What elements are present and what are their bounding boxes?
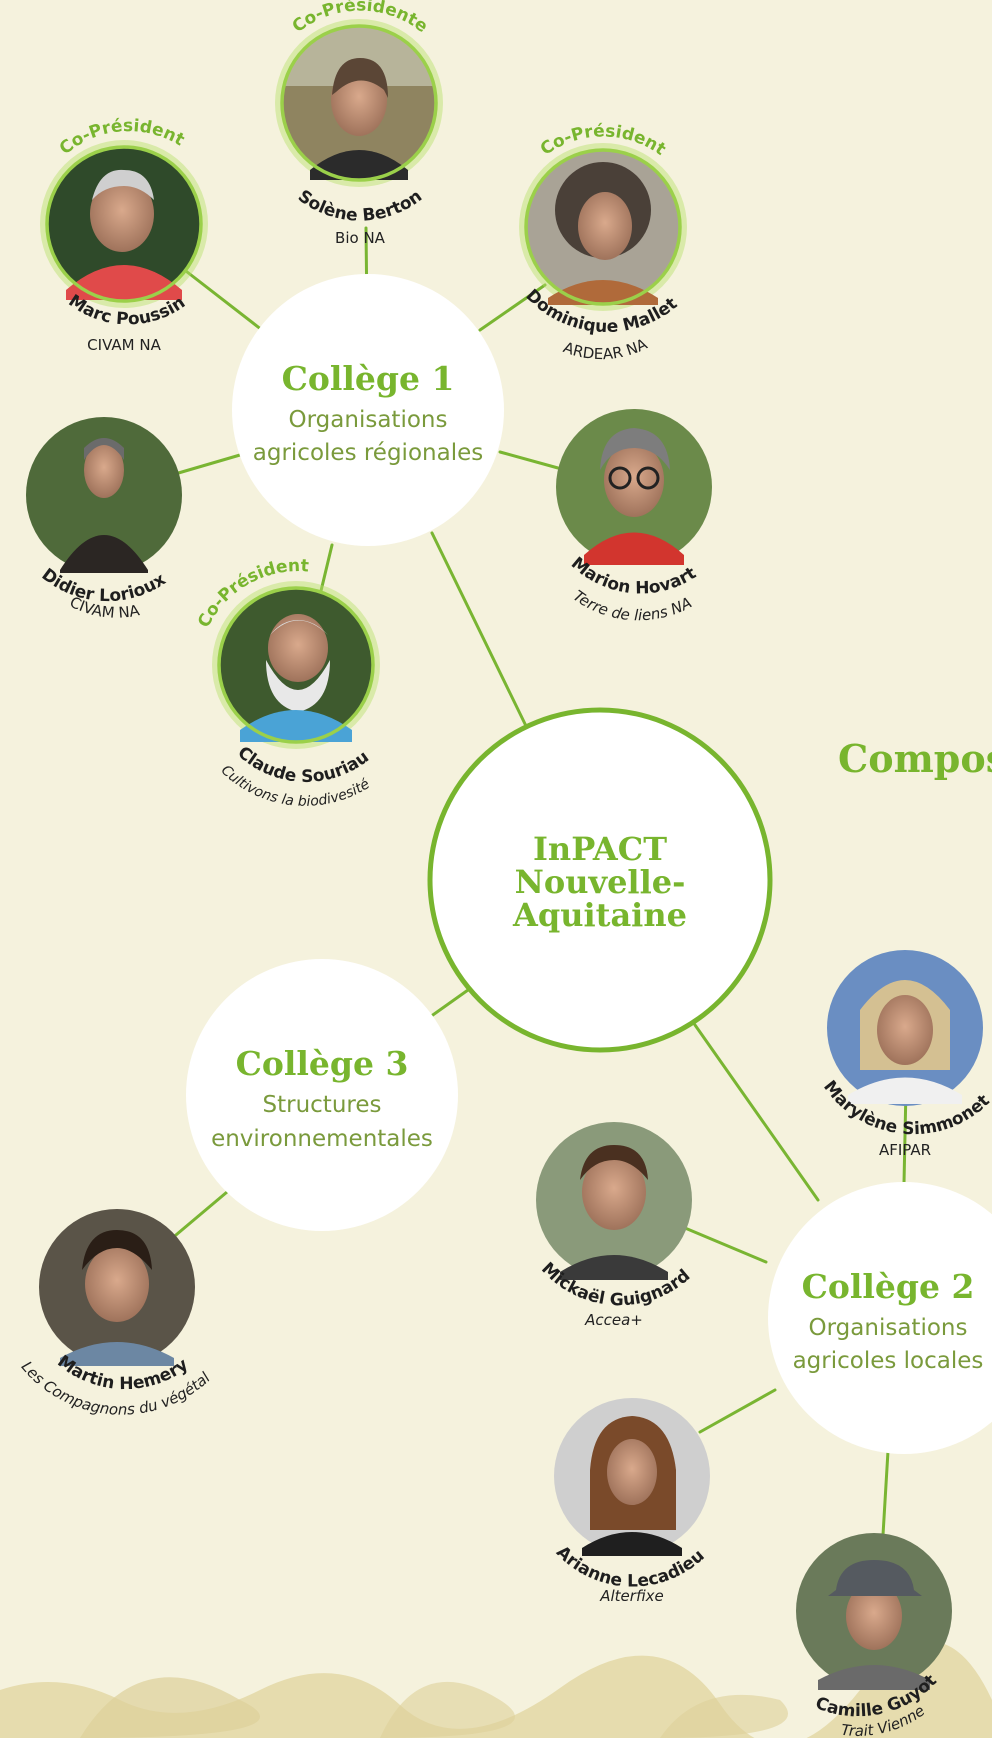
link-c1-center [430, 531, 529, 730]
portrait-claude [219, 588, 373, 742]
member-dominique-mallet: Co-Président Dominique Mallet ARDEAR NA [519, 121, 687, 363]
bottom-texture [0, 1641, 992, 1738]
member-marion-hovart: Marion Hovart Terre de liens NA [556, 409, 712, 624]
center-line-1: InPACT [533, 830, 667, 868]
org-marylene: AFIPAR [879, 1141, 931, 1159]
name-solene: Solène Berton [294, 186, 426, 225]
org-arianne: Alterfixe [599, 1587, 664, 1605]
portrait-didier [26, 417, 182, 573]
college-3-line-1: Structures [263, 1092, 382, 1118]
portrait-martin [39, 1209, 195, 1366]
org-solene: Bio NA [335, 229, 386, 247]
college-1: Collège 1 Organisations agricoles région… [232, 274, 504, 546]
college-2: Collège 2 Organisations agricoles locale… [768, 1182, 992, 1454]
link-claude [318, 543, 334, 597]
portrait-arianne [554, 1398, 710, 1556]
center-line-2: Nouvelle- [515, 863, 686, 901]
link-mickael [683, 1226, 768, 1264]
member-marylene-simmonet: Marylène Simmonet AFIPAR [819, 950, 992, 1159]
college-2-title: Collège 2 [802, 1267, 975, 1306]
portrait-marc [47, 147, 201, 301]
college-2-line-1: Organisations [809, 1315, 968, 1341]
name-claude: Claude Souriau [234, 743, 373, 787]
link-marc [180, 266, 264, 332]
college-3: Collège 3 Structures environnementales [186, 959, 458, 1231]
college-2-line-2: agricoles locales [793, 1348, 984, 1374]
center-hub: InPACT Nouvelle- Aquitaine [427, 707, 773, 1053]
member-martin-hemery: Martin Hemery Les Compagnons du végétal [18, 1209, 214, 1419]
portrait-marion [556, 409, 712, 565]
member-marc-poussin: Co-Président Marc Poussin CIVAM NA [40, 116, 208, 354]
link-c3-center [428, 988, 470, 1019]
college-3-line-2: environnementales [211, 1126, 433, 1152]
member-solene-berton: Co-Présidente Solène Berton Bio NA [275, 0, 443, 247]
college-1-line-2: agricoles régionales [253, 440, 483, 466]
member-mickael-guignard: Mickaël Guignard Accea+ [536, 1122, 694, 1329]
member-arianne-lecadieu: Arianne Lecadieu Alterfixe [552, 1398, 710, 1605]
link-arianne [698, 1388, 777, 1434]
link-martin [168, 1190, 229, 1242]
link-c2-center [693, 1023, 820, 1202]
portrait-camille [796, 1533, 952, 1690]
composition-title: Compos [838, 736, 992, 781]
college-3-title: Collège 3 [236, 1044, 409, 1083]
org-dominique: ARDEAR NA [561, 334, 651, 363]
link-dominique [478, 283, 547, 332]
portrait-marylene [827, 950, 983, 1106]
link-didier [173, 453, 242, 476]
member-claude-souriau: Co-Président Claude Souriau Cultivons la… [194, 556, 380, 810]
org-mickael: Accea+ [584, 1311, 643, 1329]
member-didier-lorioux: Didier Lorioux CIVAM NA [26, 417, 182, 622]
link-camille [881, 1449, 890, 1537]
link-marion [498, 450, 560, 470]
college-1-line-1: Organisations [289, 407, 448, 433]
member-camille-guyot: Camille Guyot Trait Vienne [796, 1533, 952, 1738]
portrait-mickael [536, 1122, 692, 1280]
college-1-title: Collège 1 [282, 359, 455, 398]
org-marc: CIVAM NA [87, 336, 161, 354]
center-line-3: Aquitaine [512, 896, 687, 934]
